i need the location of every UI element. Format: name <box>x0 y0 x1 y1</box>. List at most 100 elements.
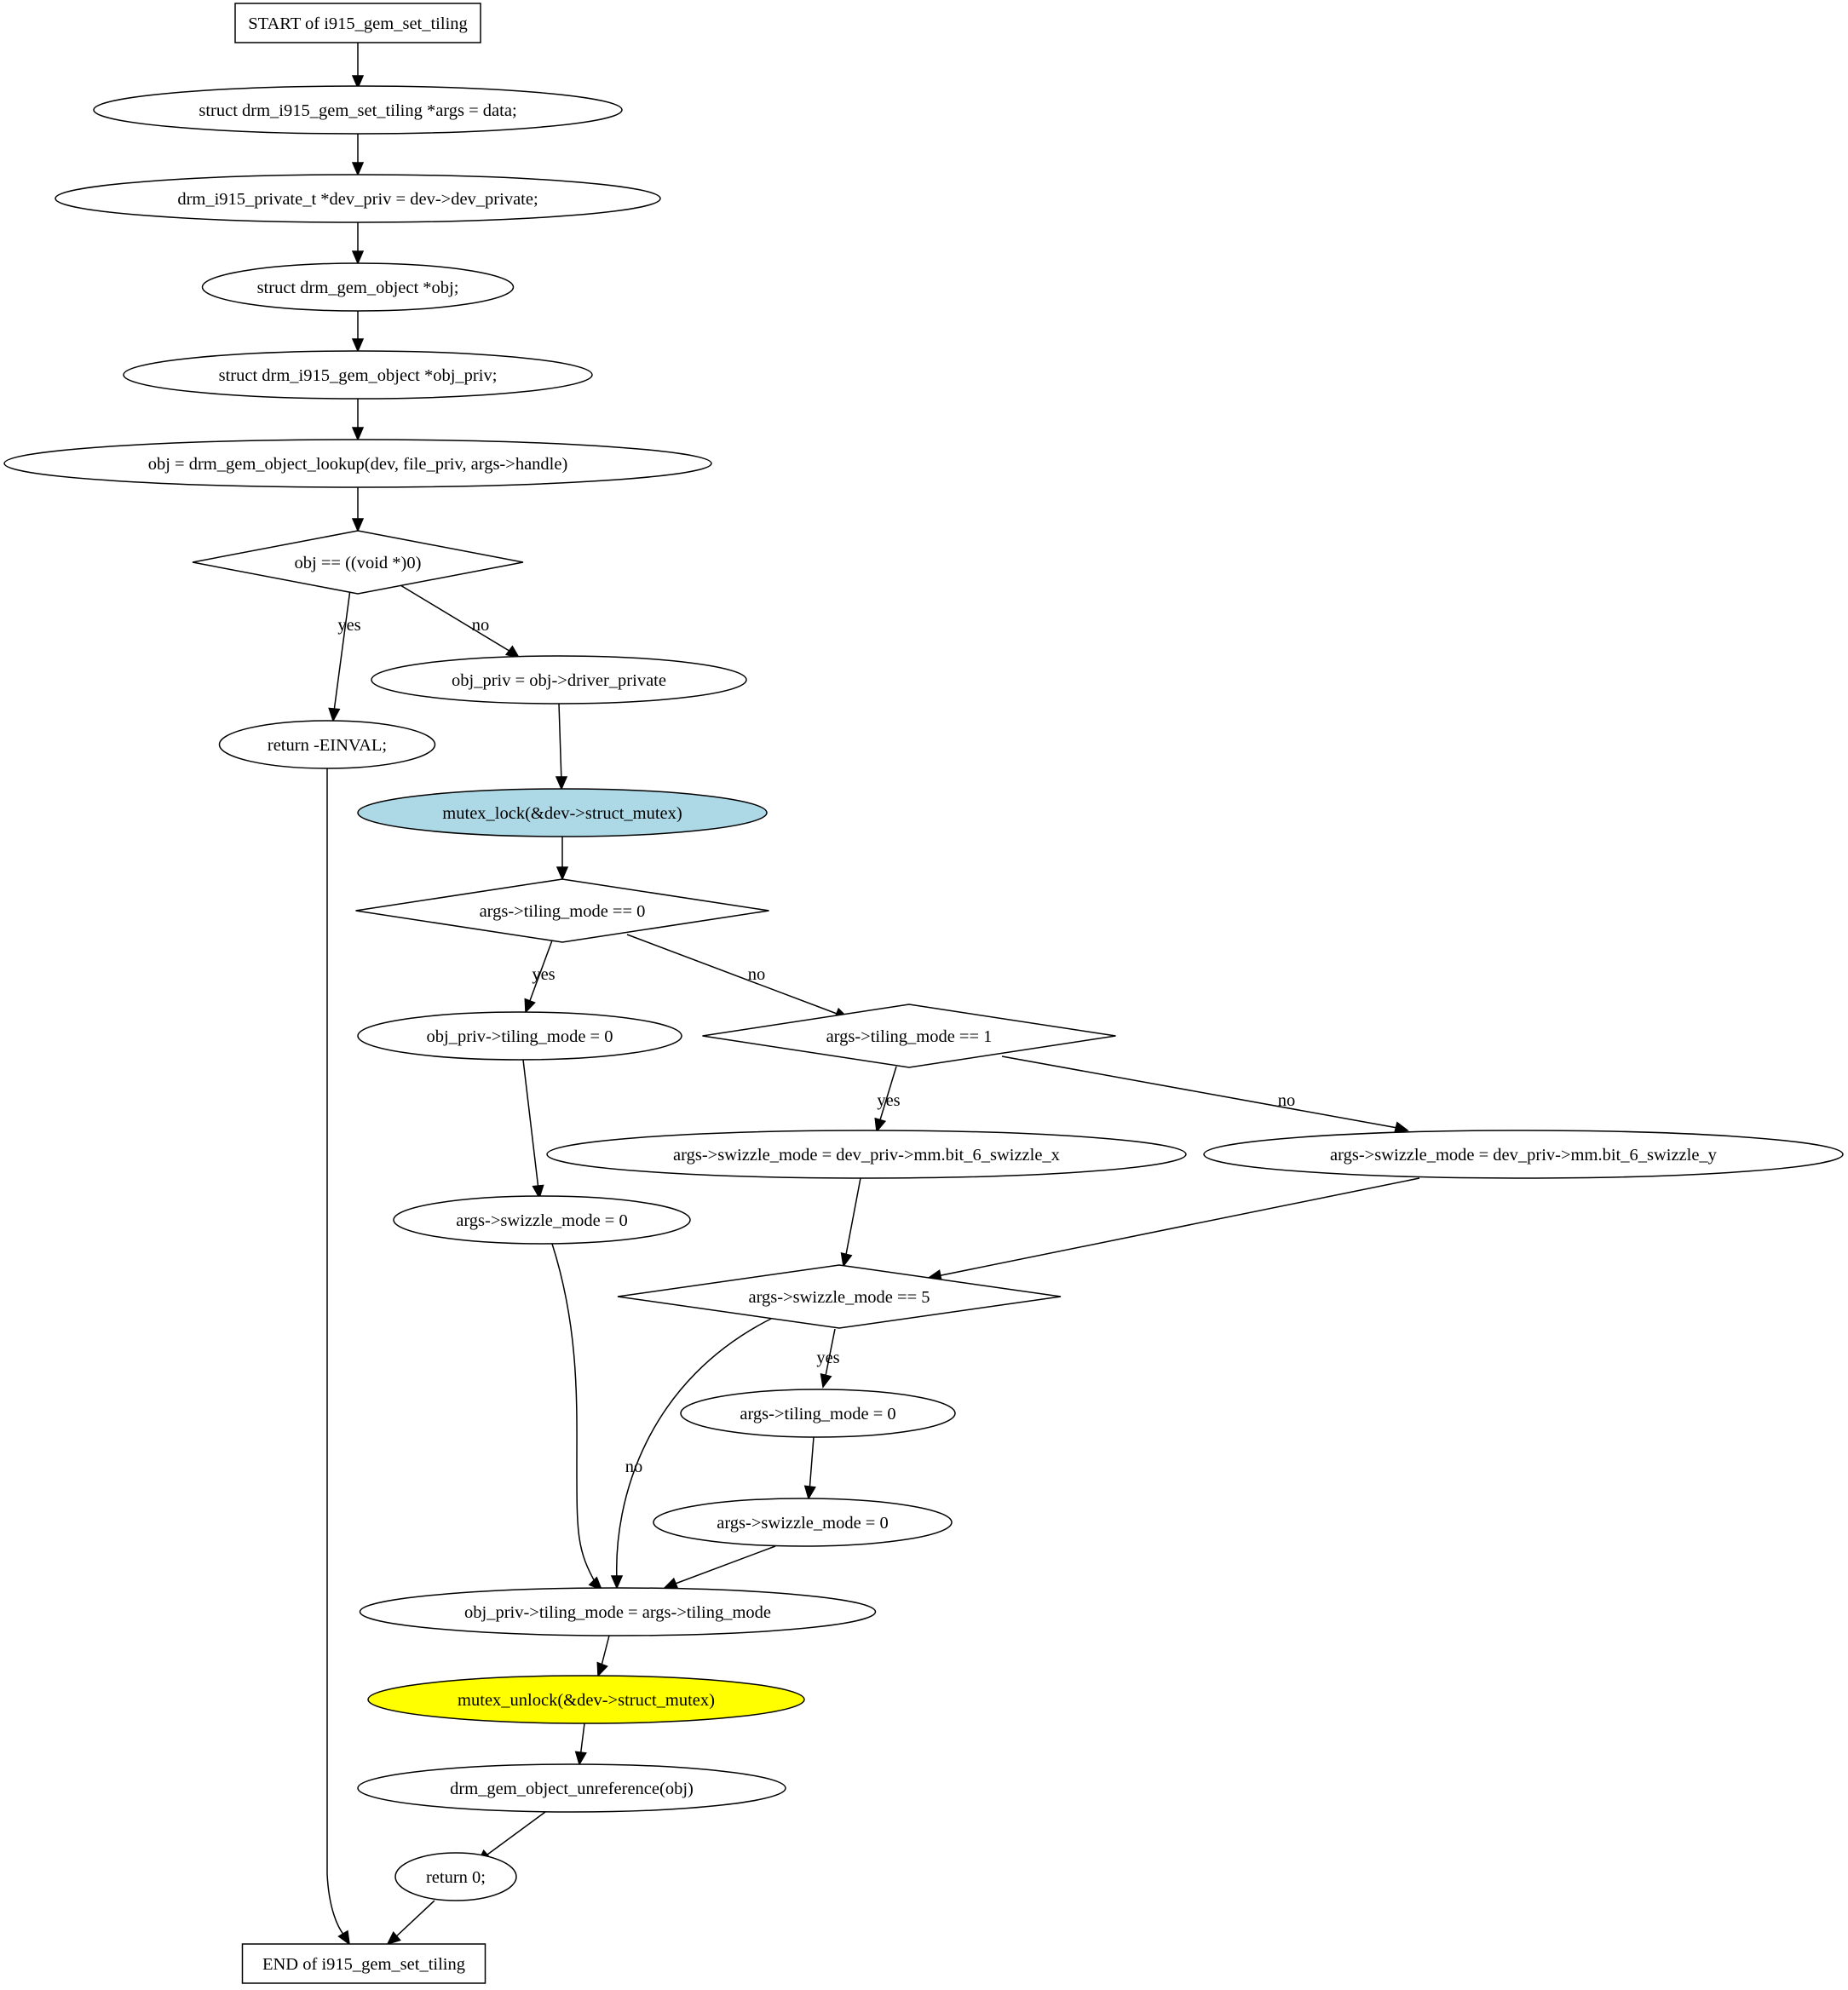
edge-n9-to-n12 <box>522 1059 544 1199</box>
arrowhead <box>337 1930 350 1946</box>
node-label: obj == ((void *)0) <box>295 554 422 572</box>
node-d2: args->tiling_mode == 0 <box>355 878 769 943</box>
arrowhead <box>555 776 568 791</box>
edge-n1-to-n2 <box>351 134 365 176</box>
edge-line <box>393 1900 435 1940</box>
edge-line <box>483 1811 546 1858</box>
arrowhead <box>610 1575 624 1590</box>
edge-label-yes: yes <box>532 965 555 984</box>
node-ellipse <box>55 174 661 223</box>
node-label: drm_gem_object_unreference(obj) <box>450 1780 694 1798</box>
arrowhead <box>596 1661 608 1677</box>
arrowhead <box>803 1485 816 1500</box>
edge-line <box>809 1436 815 1492</box>
edge-n15-to-n16 <box>596 1635 610 1677</box>
edge-line <box>558 703 562 783</box>
node-diamond <box>617 1264 1062 1329</box>
edge-line <box>936 1177 1420 1277</box>
node-ellipse <box>367 1675 805 1724</box>
arrowhead <box>524 998 536 1014</box>
node-label: START of i915_gem_set_tiling <box>248 14 468 33</box>
arrowhead <box>386 1930 401 1946</box>
arrowhead <box>351 427 365 441</box>
node-label: obj_priv->tiling_mode = 0 <box>427 1027 613 1046</box>
node-ellipse <box>393 1195 691 1245</box>
node-label: args->swizzle_mode = dev_priv->mm.bit_6_… <box>673 1146 1060 1165</box>
arrowhead <box>574 1751 587 1766</box>
node-label: args->swizzle_mode == 5 <box>748 1288 930 1307</box>
node-ellipse <box>201 262 515 312</box>
node-diamond <box>702 1004 1116 1068</box>
node-n15: obj_priv->tiling_mode = args->tiling_mod… <box>359 1587 877 1636</box>
node-diamond <box>192 530 524 595</box>
arrowhead <box>351 75 365 89</box>
node-n14: args->swizzle_mode = 0 <box>653 1498 953 1547</box>
edge-n3-to-n4 <box>351 311 365 353</box>
edge-line <box>400 584 513 653</box>
edge-label-no: no <box>625 1458 643 1476</box>
node-ellipse <box>357 788 768 837</box>
edge-line <box>325 768 345 1936</box>
edge-n5-to-d1 <box>351 487 365 532</box>
edge-label-yes: yes <box>816 1349 839 1367</box>
node-n3: struct drm_gem_object *obj; <box>201 262 515 312</box>
node-n9: obj_priv->tiling_mode = 0 <box>357 1011 682 1061</box>
edge-line <box>522 1059 539 1190</box>
node-n8: mutex_lock(&dev->struct_mutex) <box>357 788 768 837</box>
node-box <box>241 1943 486 1984</box>
node-label: drm_i915_private_t *dev_priv = dev->dev_… <box>177 190 538 209</box>
node-diamond <box>355 878 769 943</box>
node-n7: return -EINVAL; <box>218 720 436 769</box>
edge-d4-to-n13: yes <box>816 1328 840 1389</box>
arrowhead <box>532 1184 544 1199</box>
arrowhead <box>328 707 341 722</box>
node-ellipse <box>653 1498 953 1547</box>
edge-line <box>824 1328 836 1381</box>
node-ellipse <box>357 1011 682 1061</box>
node-n2: drm_i915_private_t *dev_priv = dev->dev_… <box>55 174 661 223</box>
edge-label-yes: yes <box>877 1091 900 1110</box>
node-label: mutex_lock(&dev->struct_mutex) <box>442 804 682 823</box>
edge-n7-to-end <box>325 768 350 1946</box>
node-ellipse <box>1203 1130 1844 1179</box>
node-n11: args->swizzle_mode = dev_priv->mm.bit_6_… <box>1203 1130 1844 1179</box>
edge-label-yes: yes <box>337 616 360 635</box>
edge-line <box>551 1243 597 1585</box>
arrowhead <box>840 1251 853 1268</box>
node-ellipse <box>218 720 436 769</box>
node-ellipse <box>93 85 623 135</box>
node-n1: struct drm_i915_gem_set_tiling *args = d… <box>93 85 623 135</box>
arrowhead <box>874 1117 887 1133</box>
node-ellipse <box>357 1763 786 1813</box>
node-d3: args->tiling_mode == 1 <box>702 1004 1116 1068</box>
arrowhead <box>663 1577 679 1590</box>
node-ellipse <box>394 1852 517 1901</box>
node-start: START of i915_gem_set_tiling <box>234 3 481 43</box>
edge-line <box>1001 1055 1398 1129</box>
edge-n12-to-n15 <box>551 1243 603 1591</box>
edge-line <box>626 934 840 1015</box>
node-end: END of i915_gem_set_tiling <box>241 1943 486 1984</box>
node-label: obj = drm_gem_object_lookup(dev, file_pr… <box>148 455 568 474</box>
edge-n13-to-n14 <box>803 1436 816 1500</box>
node-n18: return 0; <box>394 1852 517 1901</box>
edge-n2-to-n3 <box>351 222 365 265</box>
edge-line <box>579 1723 585 1758</box>
edge-n14-to-n15 <box>663 1545 776 1590</box>
arrowhead <box>588 1576 603 1591</box>
node-ellipse <box>359 1587 877 1636</box>
edge-n17-to-n18 <box>476 1811 546 1864</box>
edge-d2-to-d3: no <box>626 934 849 1020</box>
edge-d3-to-n10: yes <box>874 1066 901 1133</box>
node-label: obj_priv->tiling_mode = args->tiling_mod… <box>464 1603 771 1622</box>
node-label: struct drm_i915_gem_set_tiling *args = d… <box>199 101 516 120</box>
edge-d1-to-n7: yes <box>328 589 361 722</box>
edge-line <box>615 1317 774 1581</box>
edge-line <box>600 1635 610 1670</box>
edge-label-no: no <box>472 616 490 635</box>
edge-start-to-n1 <box>351 43 365 89</box>
node-n13: args->tiling_mode = 0 <box>680 1389 956 1438</box>
edge-d2-to-n9: yes <box>524 940 556 1014</box>
